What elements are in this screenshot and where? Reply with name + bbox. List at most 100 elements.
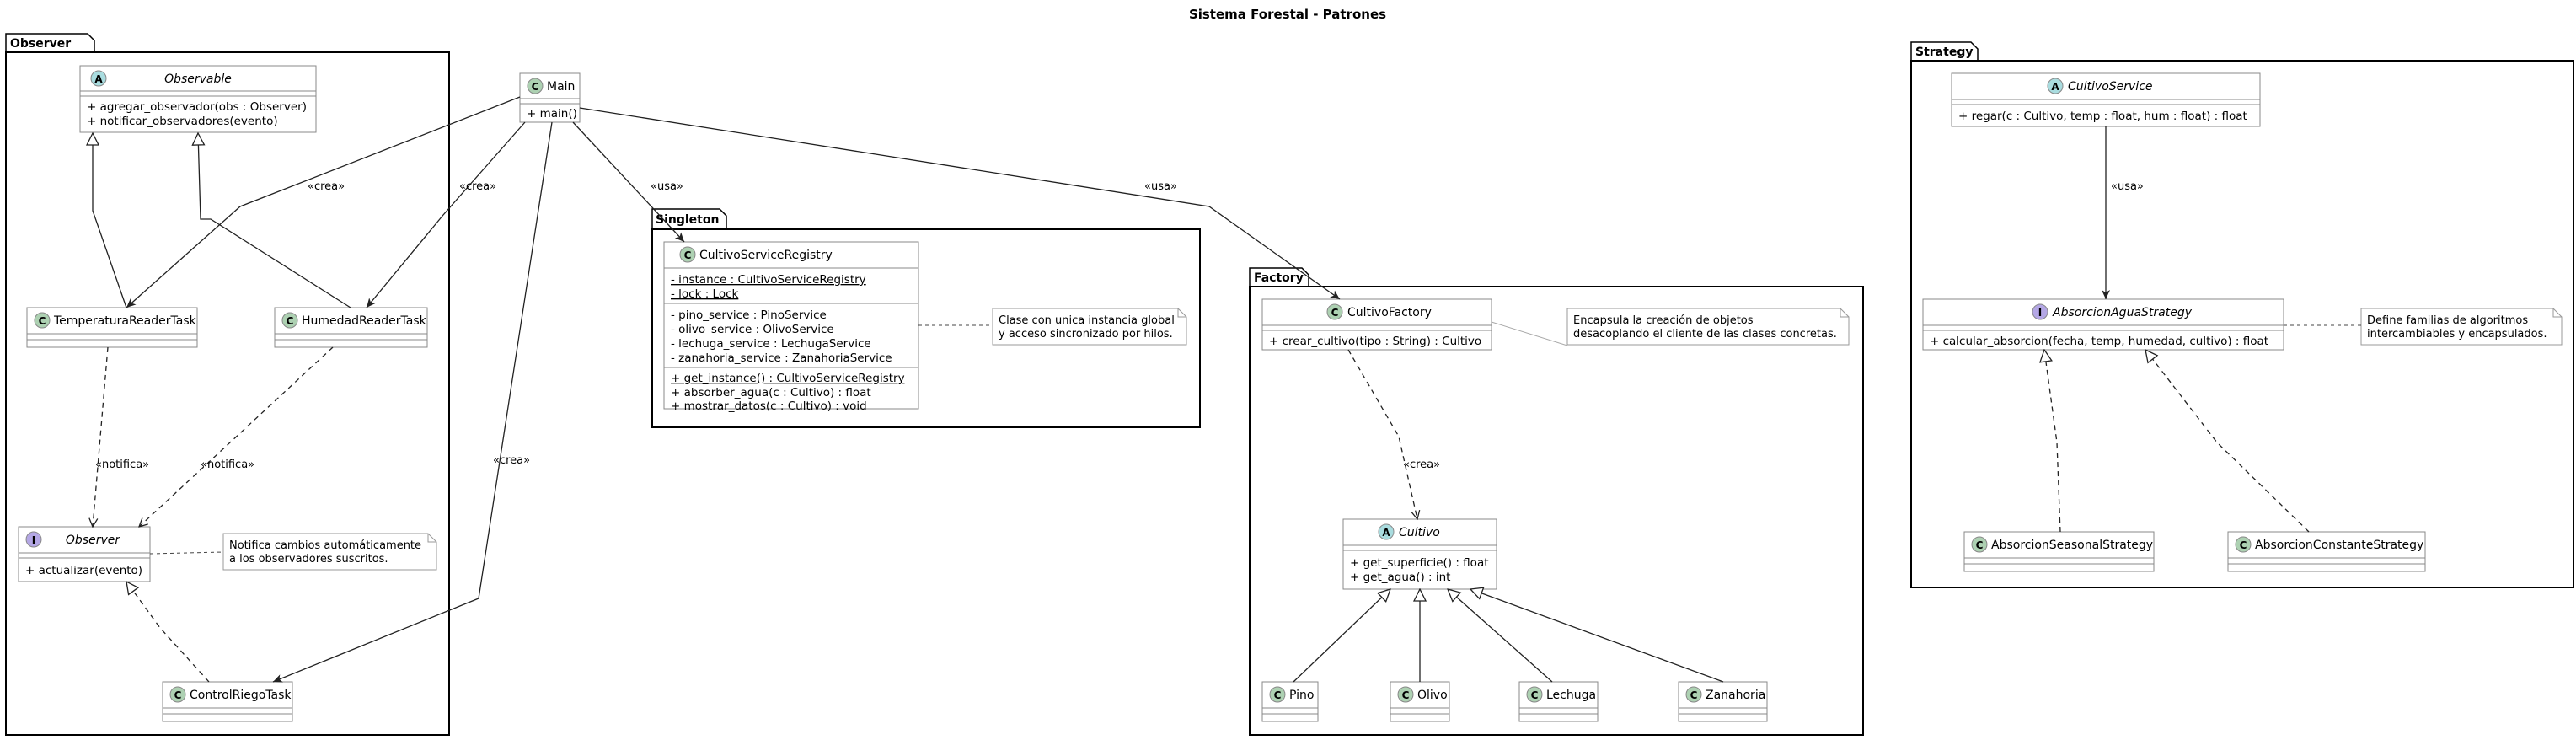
class-badge-icon: C	[1531, 689, 1539, 701]
class-member: + notificar_observadores(evento)	[87, 115, 278, 128]
class-name: CultivoFactory	[1347, 306, 1432, 319]
note-text: intercambiables y encapsulados.	[2367, 328, 2547, 341]
class-member: + actualizar(evento)	[25, 564, 142, 577]
package-strategy: Strategy	[1910, 41, 2574, 588]
relation-label: «notifica»	[95, 458, 149, 471]
class-badge-icon: C	[2240, 539, 2247, 551]
class-badge-icon: C	[1274, 689, 1282, 701]
class-cultivo-factory[interactable]: C CultivoFactory + crear_cultivo(tipo : …	[1261, 298, 1492, 351]
relation-label: «usa»	[1144, 180, 1177, 193]
note-text: y acceso sincronizado por hilos.	[999, 328, 1173, 341]
association-arrow	[126, 96, 521, 308]
class-control-riego-task[interactable]: C ControlRiegoTask	[162, 681, 293, 722]
class-member: + get_superficie() : float	[1350, 556, 1489, 570]
note-observer: Notifica cambios automáticamente a los o…	[222, 533, 437, 571]
class-member: - zanahoria_service : ZanahoriaService	[671, 351, 892, 365]
relation-label: «crea»	[493, 454, 530, 467]
abstract-badge-icon: A	[94, 73, 103, 85]
package-singleton: Singleton	[651, 208, 1201, 428]
class-member: + main()	[527, 107, 577, 121]
dependency-arrow	[93, 346, 109, 527]
class-observer[interactable]: I Observer + actualizar(evento)	[18, 526, 151, 582]
abstract-badge-icon: A	[2051, 81, 2059, 93]
class-cultivo-service[interactable]: A CultivoService + regar(c : Cultivo, te…	[1951, 72, 2261, 127]
relation-label: «notifica»	[201, 458, 254, 471]
class-member: + get_instance() : CultivoServiceRegistr…	[671, 372, 905, 385]
class-name: Pino	[1289, 689, 1314, 702]
note-text: Encapsula la creación de objetos	[1573, 314, 1754, 327]
class-member: - lock : Lock	[671, 287, 739, 301]
class-member: + agregar_observador(obs : Observer)	[87, 100, 307, 114]
dependency-arrow	[139, 346, 334, 527]
note-connector	[149, 551, 224, 555]
class-name: Observable	[164, 72, 232, 86]
class-name: CultivoServiceRegistry	[699, 249, 833, 262]
class-temperatura-reader-task[interactable]: C TemperaturaReaderTask	[26, 307, 198, 348]
class-observable[interactable]: A Observable + agregar_observador(obs : …	[79, 65, 317, 133]
package-observer-label: Observer	[10, 37, 71, 51]
association-arrow	[579, 107, 1341, 300]
class-lechuga[interactable]: C Lechuga	[1518, 681, 1599, 722]
class-member: + mostrar_datos(c : Cultivo) : void	[671, 399, 867, 413]
note-text: a los observadores suscritos.	[229, 553, 388, 566]
association-arrow	[572, 121, 685, 243]
class-zanahoria[interactable]: C Zanahoria	[1678, 681, 1768, 722]
package-singleton-label: Singleton	[656, 213, 719, 227]
package-strategy-label: Strategy	[1915, 46, 1973, 59]
class-name: Observer	[66, 534, 120, 547]
relation-label: «usa»	[651, 180, 683, 193]
class-pino[interactable]: C Pino	[1261, 681, 1319, 722]
realization-arrow	[2044, 350, 2061, 533]
note-text: Notifica cambios automáticamente	[229, 539, 421, 552]
class-badge-icon: C	[174, 689, 182, 701]
association-arrow	[366, 121, 526, 308]
class-absorcion-seasonal-strategy[interactable]: C AbsorcionSeasonalStrategy	[1963, 531, 2155, 572]
class-badge-icon: C	[1331, 307, 1339, 319]
class-member: + absorber_agua(c : Cultivo) : float	[671, 386, 871, 399]
note-singleton: Clase con unica instancia global y acces…	[992, 308, 1187, 346]
package-observer: Observer	[5, 33, 450, 736]
note-strategy: Define familias de algoritmos intercambi…	[2360, 308, 2563, 346]
class-name: CultivoService	[2068, 80, 2153, 94]
class-badge-icon: C	[1402, 689, 1410, 701]
class-member: - pino_service : PinoService	[671, 308, 827, 322]
inheritance-arrow	[1448, 589, 1553, 683]
note-connector	[1491, 321, 1568, 346]
realization-arrow	[126, 582, 210, 683]
dependency-arrow	[1347, 349, 1417, 519]
note-factory: Encapsula la creación de objetos desacop…	[1566, 308, 1850, 346]
package-factory-label: Factory	[1254, 271, 1304, 285]
class-absorcion-constante-strategy[interactable]: C AbsorcionConstanteStrategy	[2227, 531, 2426, 572]
class-name: AbsorcionSeasonalStrategy	[1991, 539, 2153, 552]
class-name: Cultivo	[1399, 526, 1440, 539]
class-cultivo-service-registry[interactable]: C CultivoServiceRegistry - instance : Cu…	[663, 241, 919, 413]
inheritance-arrow	[1470, 589, 1724, 683]
class-member: + calcular_absorcion(fecha, temp, humeda…	[1930, 335, 2268, 348]
relation-label: «crea»	[1403, 458, 1440, 471]
class-absorcion-agua-strategy[interactable]: I AbsorcionAguaStrategy + calcular_absor…	[1922, 298, 2284, 351]
interface-badge-icon: I	[2038, 307, 2042, 319]
class-name: ControlRiegoTask	[190, 689, 292, 702]
note-text: desacoplando el cliente de las clases co…	[1573, 328, 1837, 341]
class-badge-icon: C	[39, 315, 46, 327]
class-member: - olivo_service : OlivoService	[671, 323, 834, 336]
class-cultivo[interactable]: A Cultivo + get_superficie() : float + g…	[1342, 518, 1497, 590]
class-humedad-reader-task[interactable]: C HumedadReaderTask	[274, 307, 428, 348]
class-name: TemperaturaReaderTask	[53, 314, 197, 328]
class-badge-icon: C	[1690, 689, 1698, 701]
package-factory: Factory	[1249, 267, 1864, 736]
class-main[interactable]: C Main + main()	[519, 72, 581, 123]
relation-label: «crea»	[459, 180, 496, 193]
class-badge-icon: C	[532, 81, 539, 93]
class-olivo[interactable]: C Olivo	[1390, 681, 1450, 722]
inheritance-arrow	[93, 133, 127, 308]
class-member: - instance : CultivoServiceRegistry	[671, 273, 866, 287]
class-badge-icon: C	[287, 315, 294, 327]
class-name: Main	[547, 80, 575, 94]
association-arrow	[272, 121, 553, 683]
note-text: Clase con unica instancia global	[999, 314, 1175, 327]
relation-label: «crea»	[308, 180, 345, 193]
inheritance-arrow	[1293, 589, 1390, 683]
realization-arrow	[2145, 350, 2310, 533]
class-name: AbsorcionAguaStrategy	[2052, 306, 2193, 319]
